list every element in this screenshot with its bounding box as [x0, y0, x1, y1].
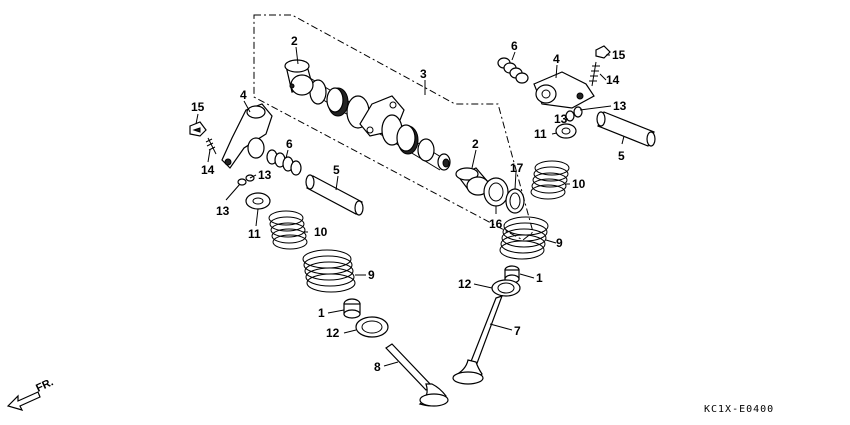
callout-adjuster-14-left: 14 [201, 163, 215, 177]
front-label: FR. [34, 376, 55, 394]
callout-washer-12-right: 12 [458, 277, 472, 291]
rocker-arm-left [221, 103, 273, 169]
callout-ring-16: 16 [489, 217, 503, 231]
part-callouts: 2 3 2 17 16 4 15 14 6 13 13 5 11 10 9 1 … [191, 34, 627, 374]
callout-seat-11-right: 11 [534, 127, 547, 141]
callout-rocker-arm-4-left: 4 [240, 88, 247, 102]
outer-spring-10-right [530, 160, 570, 200]
camshaft-group-outline [253, 14, 534, 241]
spring-6-left [266, 149, 302, 176]
washer-12-left [355, 316, 389, 338]
callout-spring-6-right: 6 [511, 39, 518, 53]
pin-13-left [237, 174, 255, 186]
callout-stem-seal-1-left: 1 [318, 306, 325, 320]
callout-spring-10-right: 10 [572, 177, 586, 191]
callout-bearing-2-right: 2 [472, 137, 479, 151]
callout-pin-13-left-b: 13 [216, 204, 230, 218]
front-direction-arrow: FR. [6, 376, 55, 411]
callout-spring-10-left: 10 [314, 225, 328, 239]
callout-pin-13-right-a: 13 [613, 99, 627, 113]
seal-17 [505, 188, 525, 214]
adjuster-screw-14-right [589, 61, 600, 87]
bearing-2-left [284, 59, 314, 96]
seat-11-right [555, 123, 577, 139]
pin-13-right [565, 106, 583, 122]
callout-washer-12-left: 12 [326, 326, 340, 340]
callout-rocker-arm-4-right: 4 [553, 52, 560, 66]
stem-seal-1-left [343, 298, 361, 319]
valve-7 [452, 295, 503, 385]
callout-seal-17: 17 [510, 161, 524, 175]
rocker-arm-right [533, 71, 595, 109]
callout-spring-6-left: 6 [286, 137, 293, 151]
locknut-15-left [189, 121, 207, 137]
inner-spring-9-right [499, 216, 549, 260]
callout-shaft-5-left: 5 [333, 163, 340, 177]
callout-stem-seal-1-right: 1 [536, 271, 543, 285]
diagram-code: KC1X-E0400 [704, 404, 774, 415]
seat-11-left [245, 192, 271, 210]
callout-pin-13-right-b: 13 [554, 112, 568, 126]
callout-pin-13-left-a: 13 [258, 168, 272, 182]
outer-spring-10-left [268, 210, 308, 250]
callout-spring-9-left: 9 [368, 268, 375, 282]
callout-camshaft-3: 3 [420, 67, 427, 81]
callout-spring-9-right: 9 [556, 236, 563, 250]
camshaft [299, 71, 451, 171]
callout-valve-8: 8 [374, 360, 381, 374]
callout-bearing-2-left: 2 [291, 34, 298, 48]
washer-12-right [491, 279, 521, 297]
shaft-5-left [305, 174, 364, 216]
adjuster-screw-14-left [205, 137, 217, 155]
callout-adjuster-14-right: 14 [606, 73, 620, 87]
ring-16 [483, 177, 509, 207]
callout-locknut-15-left: 15 [191, 100, 205, 114]
callout-seat-11-left: 11 [248, 227, 261, 241]
valve-8 [385, 343, 449, 407]
callout-locknut-15-right: 15 [612, 48, 626, 62]
inner-spring-9-left [302, 249, 356, 293]
spring-6-right [497, 57, 529, 84]
locknut-15-right [595, 45, 611, 59]
callout-shaft-5-right: 5 [618, 149, 625, 163]
leader-lines [195, 46, 625, 367]
shaft-5-right [596, 111, 656, 147]
callout-valve-7: 7 [514, 324, 521, 338]
